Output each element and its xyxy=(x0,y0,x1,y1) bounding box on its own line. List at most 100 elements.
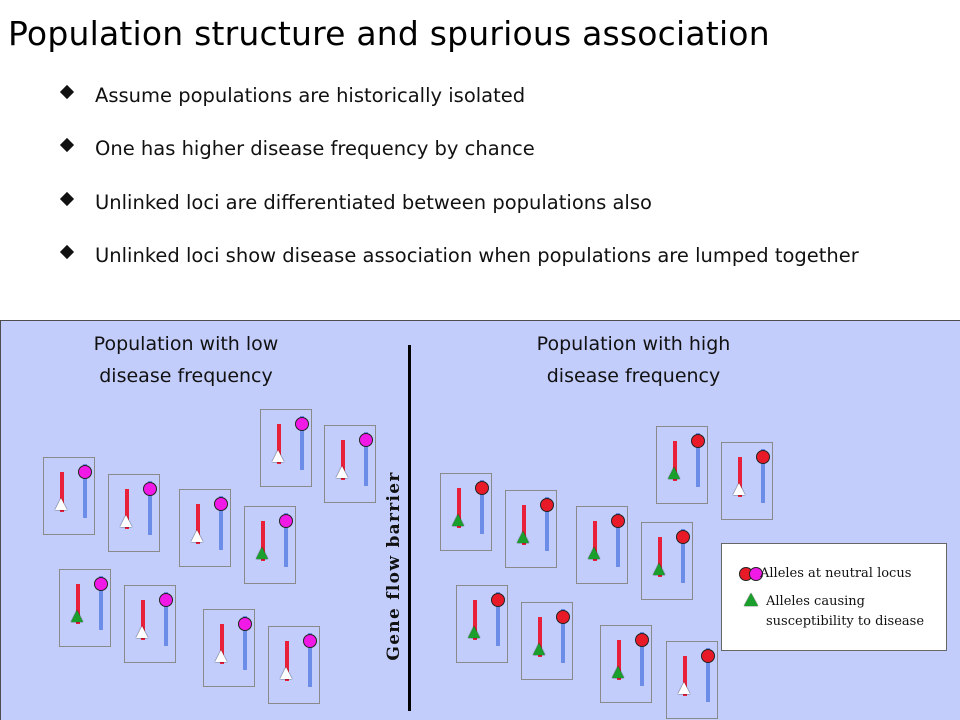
green-disease-allele-icon xyxy=(668,467,680,479)
white-disease-allele-icon xyxy=(215,650,227,662)
low-frequency-individual xyxy=(260,409,312,487)
red-neutral-allele-icon xyxy=(701,649,715,663)
green-disease-allele-icon xyxy=(533,643,545,655)
neutral-locus-chromosome xyxy=(284,513,288,567)
low-frequency-individual xyxy=(59,569,111,647)
diamond-bullet-icon xyxy=(59,191,75,207)
white-disease-allele-icon xyxy=(136,626,148,638)
magenta-neutral-allele-icon xyxy=(159,593,173,607)
legend-neutral-label: Alleles at neutral locus xyxy=(760,566,912,581)
bullet-text: Unlinked loci are differentiated between… xyxy=(95,191,652,214)
neutral-locus-chromosome xyxy=(561,609,565,663)
red-neutral-allele-icon xyxy=(540,498,554,512)
low-frequency-individual xyxy=(203,609,255,687)
neutral-locus-chromosome xyxy=(706,648,710,702)
high-frequency-individual xyxy=(505,490,557,568)
low-frequency-individual xyxy=(43,457,95,535)
disease-locus-chromosome xyxy=(76,584,80,624)
neutral-locus-chromosome xyxy=(164,592,168,646)
low-frequency-individual xyxy=(179,489,231,567)
red-neutral-allele-icon xyxy=(491,593,505,607)
red-neutral-allele-icon xyxy=(475,481,489,495)
white-disease-allele-icon xyxy=(191,530,203,542)
high-frequency-individual xyxy=(440,473,492,551)
neutral-locus-chromosome xyxy=(243,616,247,670)
disease-locus-chromosome xyxy=(261,521,265,561)
bullet-text: One has higher disease frequency by chan… xyxy=(95,137,535,160)
legend-disease-label: Alleles causing susceptibility to diseas… xyxy=(766,594,925,629)
neutral-locus-chromosome xyxy=(99,576,103,630)
green-disease-allele-icon xyxy=(517,531,529,543)
high-frequency-individual xyxy=(721,442,773,520)
magenta-circle-icon xyxy=(749,567,763,581)
neutral-locus-chromosome xyxy=(308,633,312,687)
disease-locus-chromosome xyxy=(522,505,526,545)
disease-locus-chromosome xyxy=(457,488,461,528)
high-frequency-individual xyxy=(666,641,718,719)
white-disease-allele-icon xyxy=(336,466,348,478)
green-disease-allele-icon xyxy=(588,547,600,559)
diamond-bullet-icon xyxy=(59,244,75,260)
neutral-locus-chromosome xyxy=(219,496,223,550)
red-neutral-allele-icon xyxy=(635,633,649,647)
high-frequency-population-title: Population with high disease frequency xyxy=(536,333,731,387)
high-frequency-individual xyxy=(656,426,708,504)
neutral-locus-chromosome xyxy=(761,449,765,503)
disease-locus-chromosome xyxy=(473,600,477,640)
magenta-neutral-allele-icon xyxy=(94,577,108,591)
green-disease-allele-icon xyxy=(612,666,624,678)
diamond-bullet-icon xyxy=(59,84,75,100)
magenta-neutral-allele-icon xyxy=(303,634,317,648)
gene-flow-barrier-label: Gene flow barrier xyxy=(384,471,404,661)
slide-title: Population structure and spurious associ… xyxy=(8,14,770,53)
disease-locus-chromosome xyxy=(125,489,129,529)
neutral-locus-chromosome xyxy=(681,529,685,583)
green-disease-allele-icon xyxy=(71,610,83,622)
neutral-locus-chromosome xyxy=(364,432,368,486)
white-disease-allele-icon xyxy=(733,483,745,495)
high-frequency-individual xyxy=(641,522,693,600)
legend-box: Alleles at neutral locus Alleles causing… xyxy=(721,543,947,651)
green-disease-allele-icon xyxy=(452,514,464,526)
diamond-bullet-icon xyxy=(59,137,75,153)
disease-locus-chromosome xyxy=(683,656,687,696)
disease-locus-chromosome xyxy=(617,640,621,680)
disease-locus-chromosome xyxy=(141,600,145,640)
red-neutral-allele-icon xyxy=(556,610,570,624)
red-neutral-allele-icon xyxy=(676,530,690,544)
low-frequency-individual xyxy=(108,474,160,552)
magenta-neutral-allele-icon xyxy=(78,465,92,479)
green-disease-allele-icon xyxy=(653,563,665,575)
white-disease-allele-icon xyxy=(678,682,690,694)
green-triangle-icon xyxy=(744,593,758,606)
low-frequency-individual xyxy=(124,585,176,663)
neutral-locus-chromosome xyxy=(83,464,87,518)
white-disease-allele-icon xyxy=(272,450,284,462)
population-diagram-panel: Population with low disease frequency Po… xyxy=(0,320,960,720)
green-disease-allele-icon xyxy=(256,547,268,559)
high-frequency-individual xyxy=(576,506,628,584)
white-disease-allele-icon xyxy=(120,515,132,527)
low-frequency-population-title: Population with low disease frequency xyxy=(93,333,279,387)
disease-locus-chromosome xyxy=(738,457,742,497)
low-frequency-individual xyxy=(324,425,376,503)
red-neutral-allele-icon xyxy=(611,514,625,528)
neutral-locus-chromosome xyxy=(496,592,500,646)
neutral-locus-chromosome xyxy=(545,497,549,551)
red-neutral-allele-icon xyxy=(691,434,705,448)
low-frequency-individual xyxy=(244,506,296,584)
neutral-locus-chromosome xyxy=(640,632,644,686)
magenta-neutral-allele-icon xyxy=(214,497,228,511)
magenta-neutral-allele-icon xyxy=(295,417,309,431)
disease-locus-chromosome xyxy=(593,521,597,561)
white-disease-allele-icon xyxy=(280,667,292,679)
red-neutral-allele-icon xyxy=(756,450,770,464)
high-frequency-individual xyxy=(456,585,508,663)
disease-locus-chromosome xyxy=(658,537,662,577)
gene-flow-barrier-line xyxy=(408,345,411,711)
magenta-neutral-allele-icon xyxy=(359,433,373,447)
neutral-locus-chromosome xyxy=(616,513,620,567)
magenta-neutral-allele-icon xyxy=(279,514,293,528)
bullet-text: Unlinked loci show disease association w… xyxy=(95,244,859,267)
neutral-locus-chromosome xyxy=(696,433,700,487)
